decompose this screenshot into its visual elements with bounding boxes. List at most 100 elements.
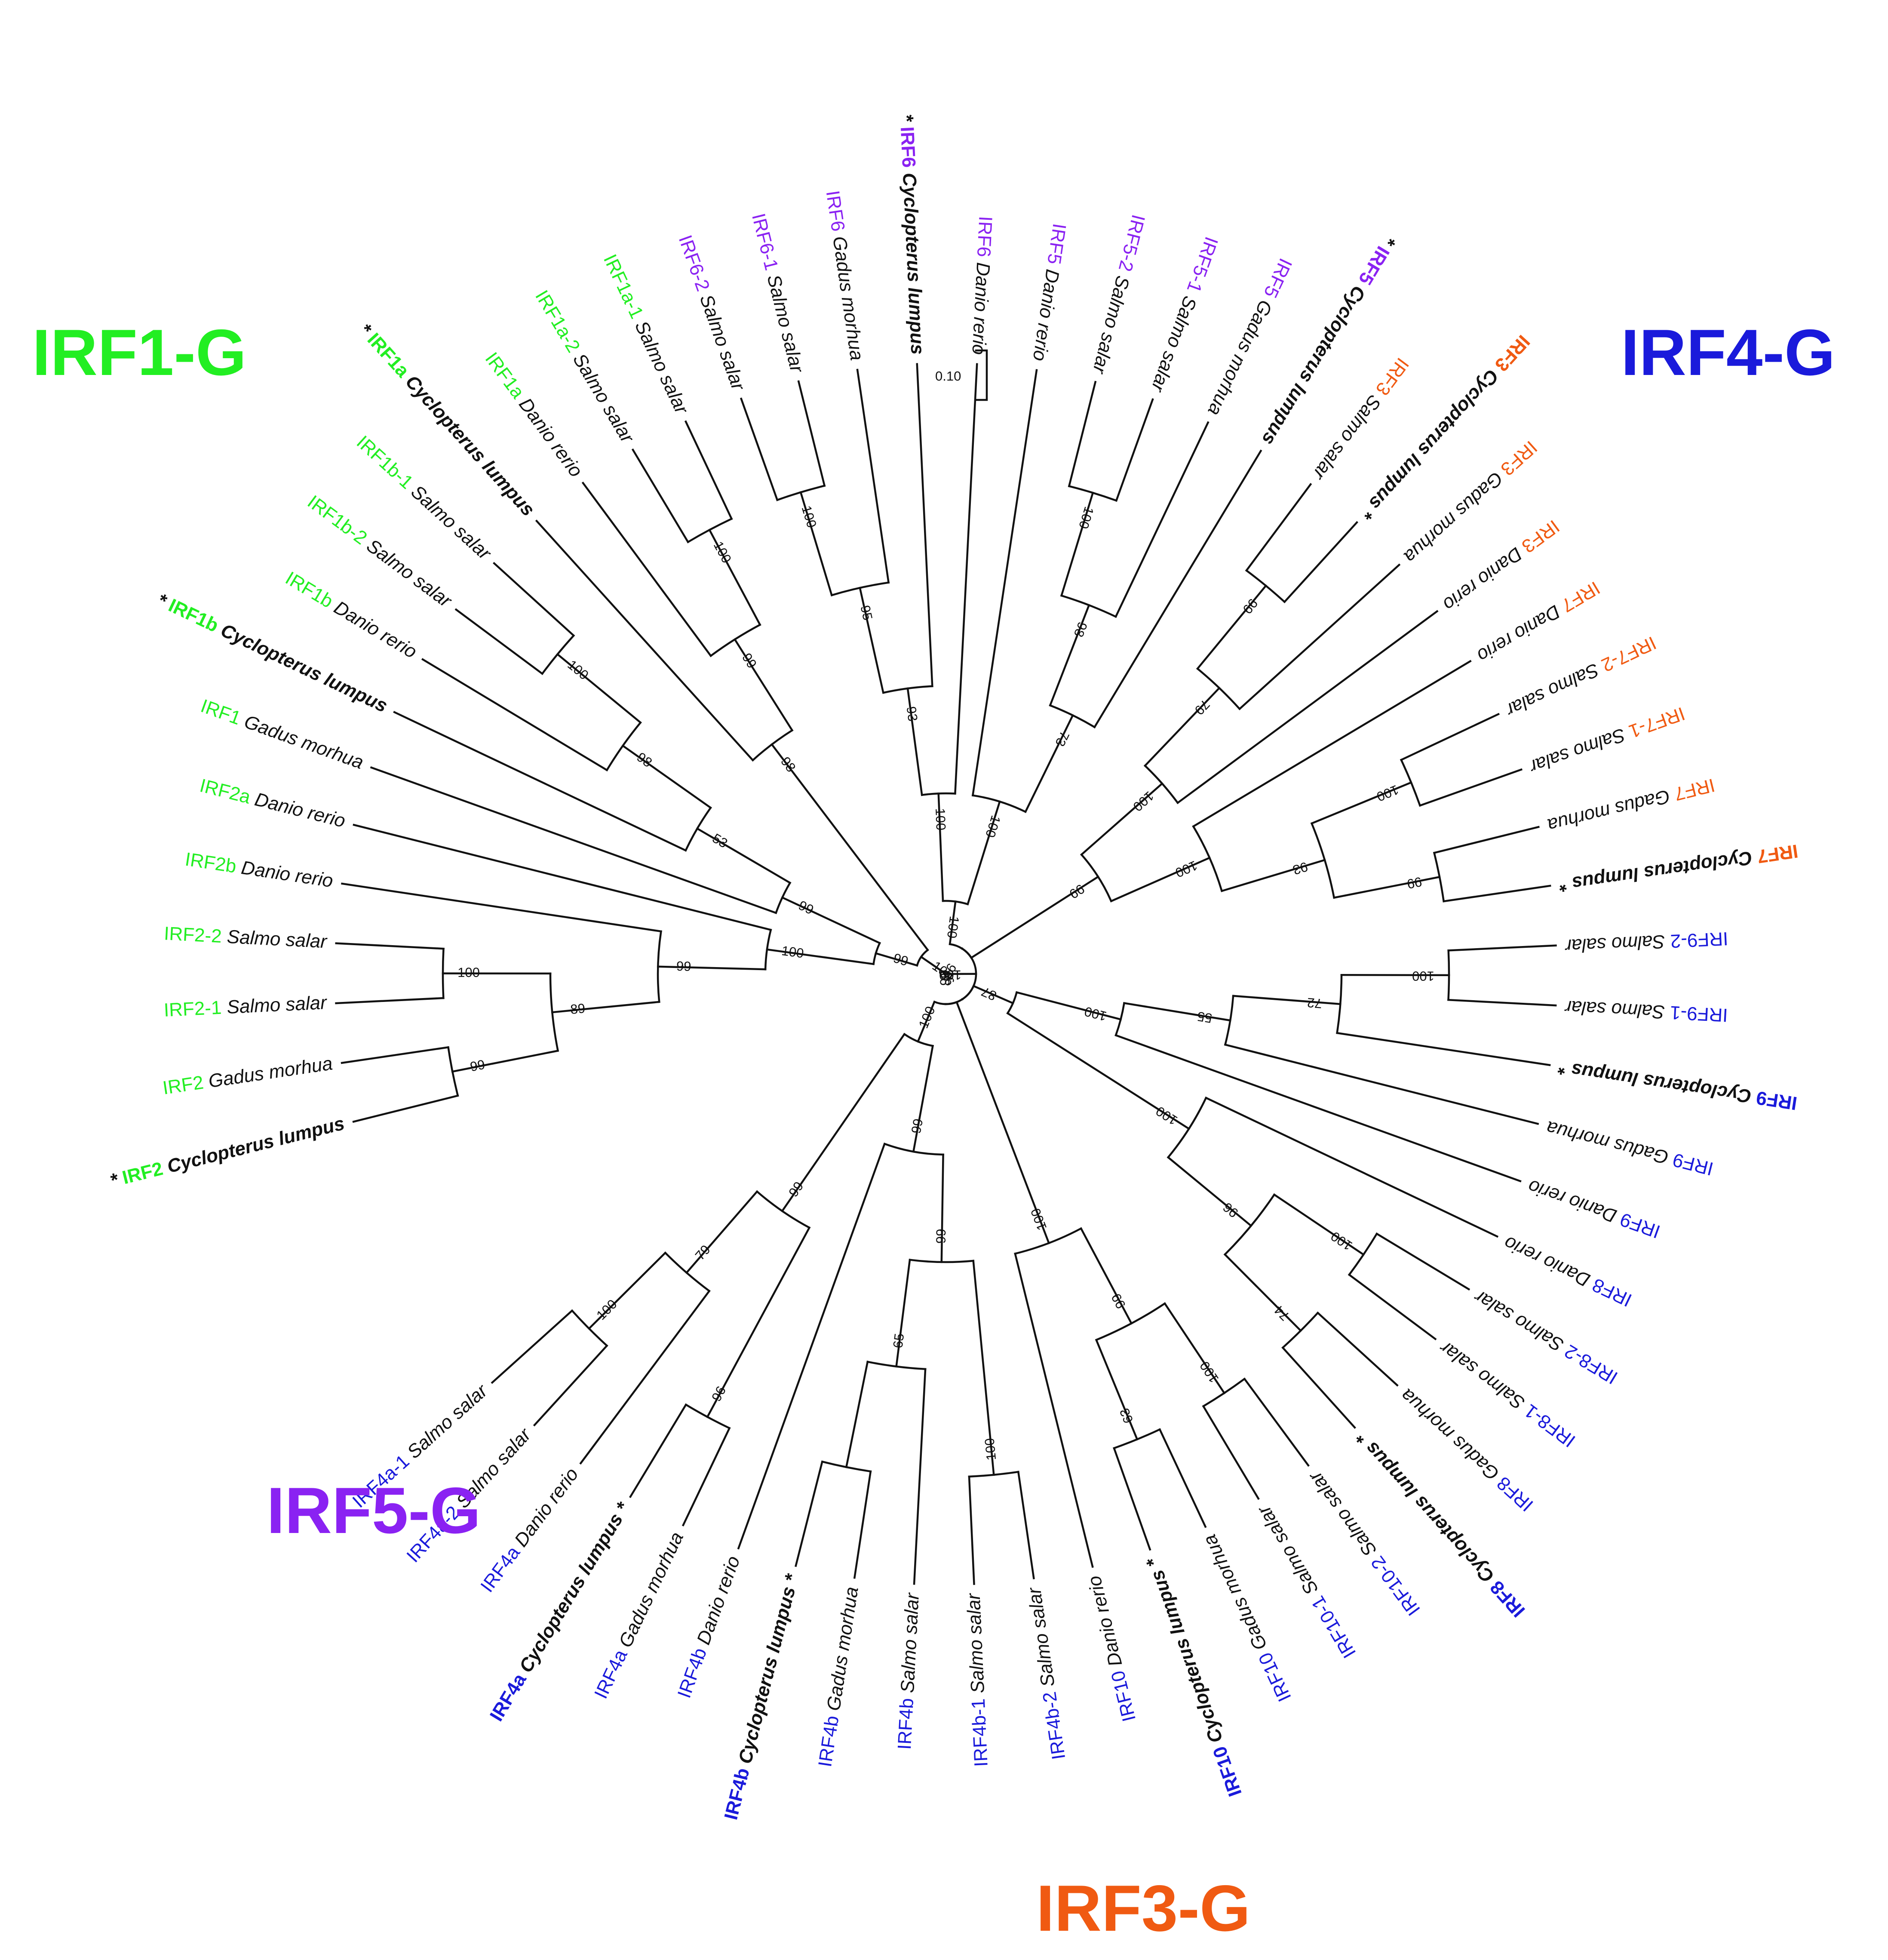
tip-label: IRF6 Danio rerio (968, 215, 996, 355)
branch-arc-c2 (1192, 825, 1223, 892)
tip-gene: IRF4b (894, 1698, 918, 1750)
branch-irf5-2-ss (1068, 381, 1097, 488)
branch-d6d (1095, 1339, 1139, 1441)
branch-irf9-dr (1114, 1034, 1522, 1183)
branch-irf4a-cl (629, 1403, 688, 1498)
support-value-b1c: 95 (857, 604, 875, 621)
support-value-d8b: 99 (933, 1229, 949, 1244)
branch-d6c (1163, 1302, 1226, 1395)
branch-arc-c2c (1400, 759, 1421, 807)
support-value-d8: 99 (909, 1118, 926, 1135)
branch-d8e (845, 1361, 869, 1468)
branch-a1 (875, 952, 918, 967)
branch-arc-d3b (1223, 1193, 1276, 1256)
branch-irf2-cl (352, 1094, 459, 1123)
branch-irf7-1-ss (1418, 768, 1523, 807)
branch-irf4b-cl (795, 1460, 824, 1567)
branch-arc-b2b (1049, 704, 1096, 729)
branch-irf3-ss (1245, 483, 1312, 572)
branch-arc-d8d (866, 1361, 927, 1370)
branch-b2b (1024, 714, 1074, 813)
branch-irf10-2-ss (1243, 1377, 1310, 1467)
branch-irf6-cl (916, 363, 933, 688)
branch-b2c (1049, 604, 1090, 707)
scale-bar: 0.10 (935, 349, 988, 401)
branch-irf4a-1-ss (491, 1309, 574, 1384)
tip-label: IRF2-1 Salmo salar (163, 992, 328, 1021)
branch-d2c (1232, 995, 1342, 1005)
branch-irf8-1-ss (1348, 1273, 1437, 1341)
branch-arc-d9b (685, 1403, 731, 1430)
branch-irf7-dr (1192, 660, 1472, 828)
branch-arc-a1f (447, 1046, 459, 1097)
tip-species: Salmo salar (226, 992, 328, 1018)
branch-irf4a-gm (682, 1427, 731, 1527)
branch-irf9-gm (1224, 1043, 1539, 1125)
tip-label: IRF4b Salmo salar (894, 1591, 923, 1750)
branch-irf2-gm (341, 1046, 450, 1064)
branch-d8d (895, 1259, 911, 1368)
branch-irf2a-dr (353, 823, 772, 931)
branch-c1 (1080, 782, 1163, 856)
scale-bar-label: 0.10 (935, 369, 961, 384)
branch-d1 (972, 984, 1014, 1005)
branch-irf4b-dr (737, 1143, 886, 1550)
branch-b1d (799, 491, 833, 597)
branch-a1f (451, 1049, 559, 1073)
support-value-a1b: 100 (781, 943, 805, 961)
support-value-d5: 99 (937, 971, 952, 986)
branch-irf9-2-ss (1447, 944, 1557, 952)
branch-irf1a-cl (535, 519, 754, 762)
branch-irf1b-2-ss (454, 608, 544, 675)
support-value-a3: 100 (939, 968, 961, 983)
branch-a2b (733, 638, 794, 732)
branch-a1i (621, 744, 712, 809)
branch-arc-c2d (1433, 851, 1445, 903)
branch-arc-b1c (830, 581, 890, 597)
branch-arc-c1b (1196, 667, 1241, 710)
support-value-b1b: 93 (904, 706, 921, 722)
tip-gene: IRF9-2 (1670, 928, 1729, 952)
branch-arc-a1e (549, 972, 559, 1052)
support-value-d2d: 100 (1412, 968, 1434, 983)
branch-d9b (706, 1226, 811, 1419)
branch-d7 (916, 1000, 936, 1043)
tip-species: Salmo salar (1563, 996, 1665, 1023)
branch-irf1-gm (370, 766, 777, 914)
branch-arc-b1 (921, 792, 956, 796)
branch-irf7-2-ss (1400, 713, 1500, 762)
tip-gene: IRF2-2 (163, 923, 222, 947)
branch-irf1b-1-ss (493, 562, 575, 637)
branch-irf10-1-ss (1202, 1405, 1260, 1500)
branch-arc-b2 (971, 794, 1027, 813)
branch-arc-d2b (1224, 995, 1234, 1046)
tip-gene: IRF9-1 (1670, 1002, 1728, 1026)
branch-a1j (556, 653, 642, 724)
branch-irf10-dr (1014, 1252, 1094, 1568)
branch-a2 (770, 743, 929, 952)
branch-irf8-2-ss (1375, 1232, 1470, 1291)
branch-b2 (966, 800, 1001, 906)
branch-arc-a1d (657, 930, 662, 1003)
branch-arc-b1d (776, 484, 826, 501)
tip-label: IRF4b-1 Salmo salar (963, 1592, 992, 1767)
branch-d2b (1123, 1002, 1231, 1022)
tip-species: Salmo salar (963, 1592, 989, 1694)
branch-b1c (859, 587, 884, 694)
tree-branches (335, 363, 1557, 1585)
branch-irf6-2-ss (740, 397, 779, 501)
branch-irf4b-ss (913, 1368, 927, 1585)
branch-arc-a1j (541, 634, 575, 675)
branch-c2c (1310, 781, 1412, 825)
scale-bar-line (975, 349, 988, 401)
branch-arc-d8e (821, 1460, 872, 1473)
tip-label: IRF2-2 Salmo salar (163, 923, 328, 952)
tip-species: Salmo salar (1564, 931, 1666, 957)
support-value-b1: 100 (933, 808, 949, 831)
branch-irf4a-dr (579, 1290, 711, 1465)
branch-arc-a2 (751, 729, 794, 762)
branch-arc-a2c (687, 517, 733, 544)
branch-irf1b-dr (421, 658, 608, 771)
branch-irf3-cl (1283, 521, 1358, 603)
